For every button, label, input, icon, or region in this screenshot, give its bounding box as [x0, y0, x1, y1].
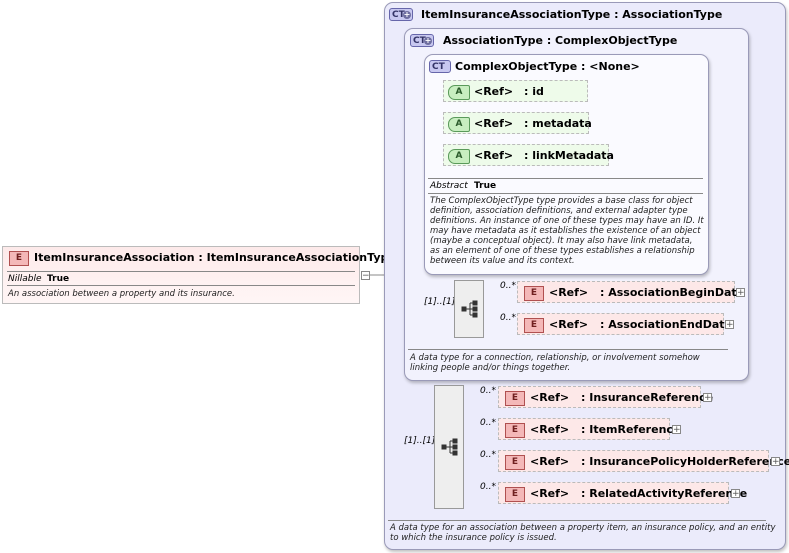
- root-documentation: An association between a property and it…: [8, 289, 235, 299]
- element-occurrence: 0..*: [480, 450, 496, 460]
- mid-type-documentation: A data type for a connection, relationsh…: [410, 353, 700, 373]
- root-element-name: ItemInsuranceAssociation : ItemInsurance…: [34, 251, 396, 264]
- sequence-compositor[interactable]: [454, 280, 484, 338]
- expand-plus-icon[interactable]: +: [771, 457, 780, 467]
- outer-type-title: ItemInsuranceAssociationType : Associati…: [421, 8, 723, 21]
- element-badge-icon: E: [505, 391, 525, 406]
- element-item-reference[interactable]: E <Ref> : ItemReference: [498, 418, 680, 440]
- element-badge-icon: E: [505, 423, 525, 438]
- divider: [428, 178, 703, 179]
- element-occurrence: 0..*: [500, 281, 516, 291]
- sequence-compositor[interactable]: [434, 385, 464, 509]
- expand-plus-icon[interactable]: +: [703, 393, 712, 403]
- root-element-box[interactable]: E ItemInsuranceAssociation : ItemInsuran…: [2, 246, 396, 304]
- complex-type-icon: CT+: [389, 8, 413, 21]
- inner-type-title: ComplexObjectType : <None>: [455, 60, 640, 73]
- divider: [428, 193, 703, 194]
- attribute-badge-icon: A: [448, 117, 470, 132]
- sequence-compositor-icon: [441, 438, 458, 456]
- element-occurrence: 0..*: [480, 482, 496, 492]
- sequence-occurrence: [1]..[1]: [404, 436, 436, 446]
- element-related-activity-reference[interactable]: E <Ref> : RelatedActivityReference: [498, 482, 747, 504]
- complex-type-icon: CT: [429, 60, 451, 73]
- element-occurrence: 0..*: [480, 386, 496, 396]
- element-occurrence: 0..*: [500, 313, 516, 323]
- collapse-minus-icon[interactable]: −: [361, 271, 370, 281]
- abstract-label: Abstract: [430, 181, 468, 191]
- outer-type-documentation: A data type for an association between a…: [390, 523, 776, 543]
- divider: [7, 285, 355, 286]
- mid-type-title: AssociationType : ComplexObjectType: [443, 34, 678, 47]
- attribute-badge-icon: A: [448, 85, 470, 100]
- divider: [408, 349, 728, 350]
- attribute-id[interactable]: A <Ref> : id: [443, 80, 588, 102]
- nillable-label: Nillable: [8, 274, 42, 284]
- element-badge-icon: E: [505, 487, 525, 502]
- attribute-metadata[interactable]: A <Ref> : metadata: [443, 112, 592, 134]
- sequence-occurrence: [1]..[1]: [424, 297, 456, 307]
- complex-type-icon: CT+: [410, 34, 434, 47]
- divider: [388, 520, 766, 521]
- element-badge-icon: E: [9, 251, 29, 266]
- inner-type-documentation: The ComplexObjectType type provides a ba…: [430, 196, 704, 266]
- attribute-badge-icon: A: [448, 149, 470, 164]
- element-association-end-date[interactable]: E <Ref> : AssociationEndDate: [517, 313, 732, 335]
- element-badge-icon: E: [524, 318, 544, 333]
- element-badge-icon: E: [524, 286, 544, 301]
- element-occurrence: 0..*: [480, 418, 496, 428]
- abstract-value: True: [474, 181, 497, 191]
- expand-plus-icon[interactable]: +: [736, 288, 745, 298]
- element-insurance-reference[interactable]: E <Ref> : InsuranceReference: [498, 386, 713, 408]
- element-badge-icon: E: [505, 455, 525, 470]
- expand-plus-icon[interactable]: +: [731, 489, 740, 499]
- expand-plus-icon[interactable]: +: [672, 425, 681, 435]
- expand-plus-icon[interactable]: +: [725, 320, 734, 330]
- sequence-compositor-icon: [461, 300, 478, 318]
- divider: [7, 271, 355, 272]
- element-insurance-policy-holder-reference[interactable]: E <Ref> : InsurancePolicyHolderReference: [498, 450, 789, 472]
- attribute-linkmetadata[interactable]: A <Ref> : linkMetadata: [443, 144, 614, 166]
- nillable-value: True: [47, 274, 70, 284]
- element-association-begin-date[interactable]: E <Ref> : AssociationBeginDate: [517, 281, 744, 303]
